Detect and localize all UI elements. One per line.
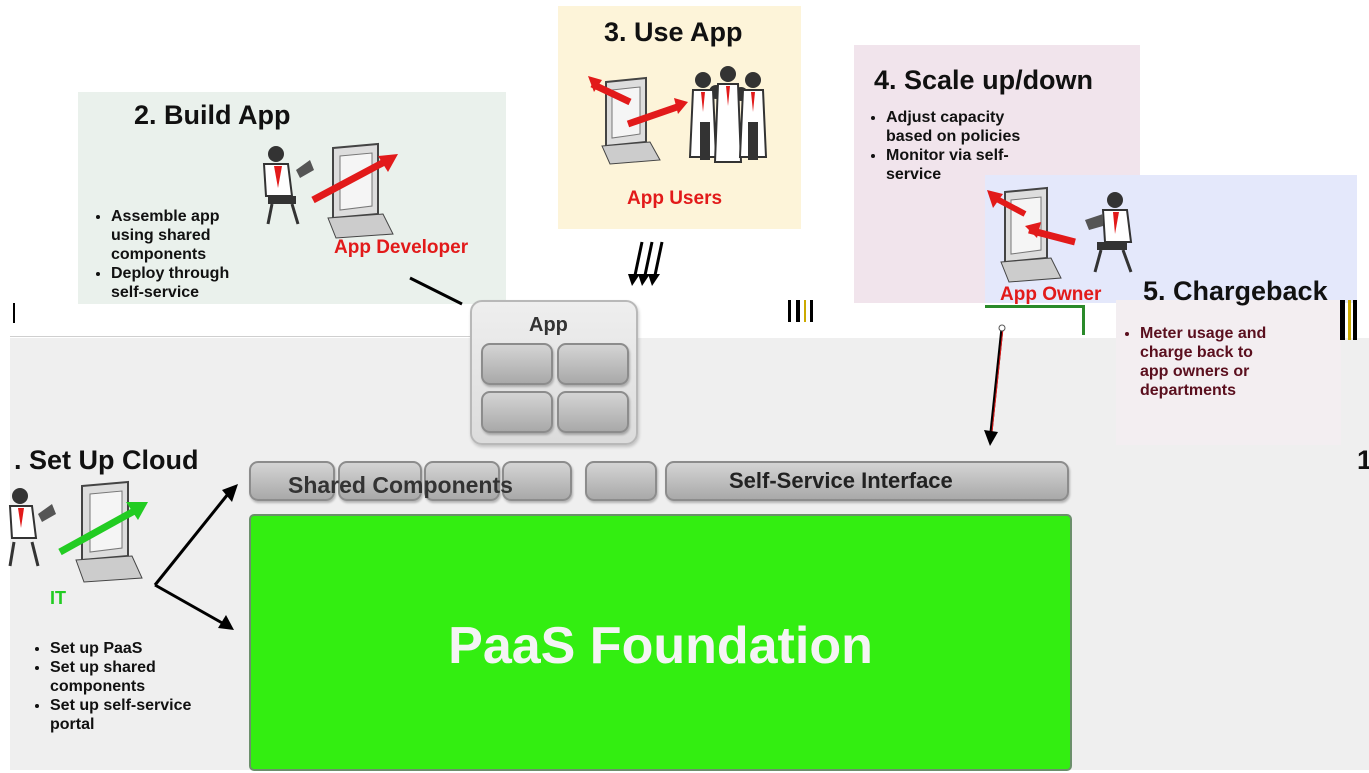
app-users-label: App Users [627,188,723,209]
shared-component-block [502,461,572,501]
chargeback-bullet: Meter usage and charge back to app owner… [1140,324,1280,400]
shared-component-block [424,461,500,501]
band-divider [10,336,470,337]
artifact-bar [985,305,1085,308]
setup-cloud-bullet: Set up PaaS [50,639,210,658]
paas-foundation-label: PaaS Foundation [448,617,873,675]
artifact-bar [1348,300,1351,340]
setup-cloud-bullet: Set up shared components [50,658,210,696]
artifact-bar [810,300,813,322]
setup-cloud-bullet: Set up self-service portal [50,696,210,734]
developer-workstation-icon [262,142,398,239]
self-service-interface-label: Self-Service Interface [729,468,953,493]
app-owner-icon [987,186,1133,283]
app-module-block [557,343,629,385]
artifact-bar [1082,305,1085,335]
it-admin-icon [8,480,148,583]
scale-bullet: Adjust capacity based on policies [886,108,1046,146]
it-label: IT [50,588,66,608]
build-app-title: 2. Build App [134,100,291,130]
artifact-bar [788,300,791,322]
chargeback-text-panel [1116,300,1341,445]
app-box-label: App [529,314,568,336]
app-users-icon [588,66,768,165]
app-module-block [481,391,553,433]
shared-component-block [249,461,335,501]
app-owner-label: App Owner [1000,284,1102,305]
setup-cloud-bullets: Set up PaaS Set up shared components Set… [34,639,210,734]
paas-foundation-box [249,514,1072,771]
shared-component-block [338,461,422,501]
artifact-bar [796,300,800,322]
build-app-bullet: Assemble app using shared components [111,207,261,264]
shared-component-block [585,461,657,501]
chargeback-bullets: Meter usage and charge back to app owner… [1124,324,1280,400]
chargeback-title: 5. Chargeback [1143,276,1328,306]
shared-components-label: Shared Components [288,472,513,498]
setup-cloud-title: . Set Up Cloud [14,445,199,475]
right-edge-number: 1 [1357,445,1369,475]
app-module-block [557,391,629,433]
scale-bullet: Monitor via self-service [886,146,1046,184]
triple-down-arrows-icon [628,241,664,286]
artifact-bar [1353,300,1357,340]
self-service-interface-bar [665,461,1069,501]
app-developer-label: App Developer [334,237,469,258]
build-app-bullet: Deploy through self-service [111,264,261,302]
use-app-title: 3. Use App [604,17,743,47]
app-module-block [481,343,553,385]
build-app-bullets: Assemble app using shared components Dep… [95,207,261,302]
scale-title: 4. Scale up/down [874,65,1094,95]
artifact-bar [804,300,806,322]
scale-bullets: Adjust capacity based on policies Monito… [870,108,1046,184]
artifact-bar [1340,300,1345,340]
artifact-bar [13,303,15,323]
